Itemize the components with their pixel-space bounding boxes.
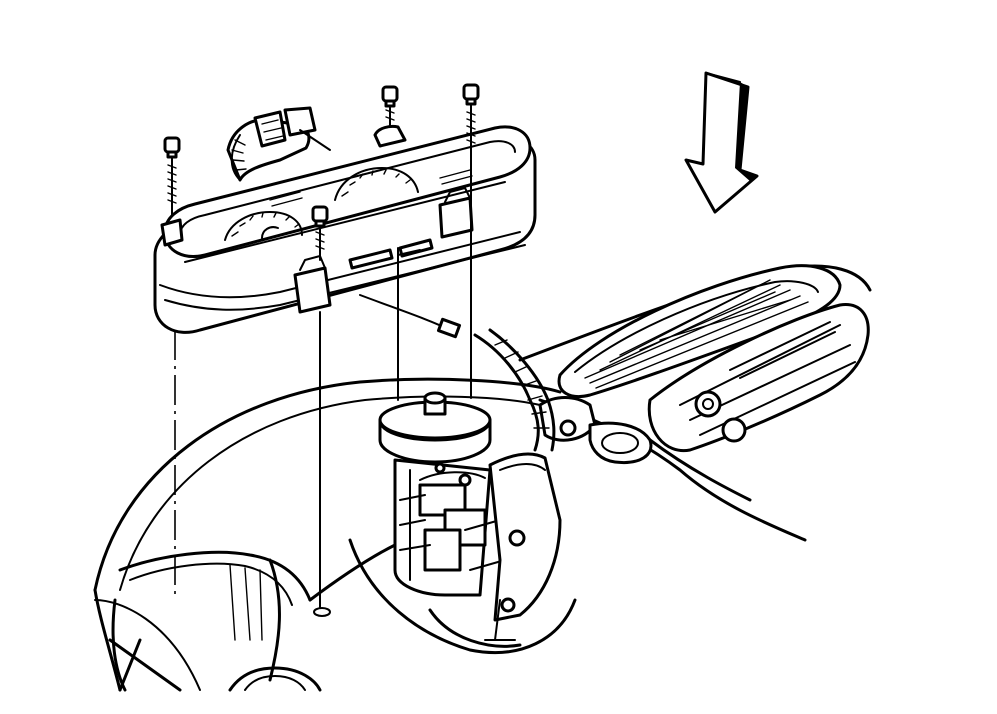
steering-column xyxy=(378,391,653,641)
cluster-mounting-screw-1 xyxy=(163,136,181,595)
instrument-cluster xyxy=(153,124,537,334)
cluster-mounting-screw-2 xyxy=(381,85,399,126)
instrument-panel-carrier xyxy=(93,264,872,692)
cluster-mounting-screw-4 xyxy=(311,205,331,617)
alignment-line-column xyxy=(397,247,421,401)
speedometer-gauge-icon xyxy=(224,211,303,241)
wiring-harness-connector xyxy=(226,106,556,452)
center-air-vent xyxy=(557,264,870,502)
tachometer-gauge-icon xyxy=(334,167,419,201)
cluster-mounting-screw-3 xyxy=(462,83,480,399)
arrow-down-icon xyxy=(684,71,759,214)
